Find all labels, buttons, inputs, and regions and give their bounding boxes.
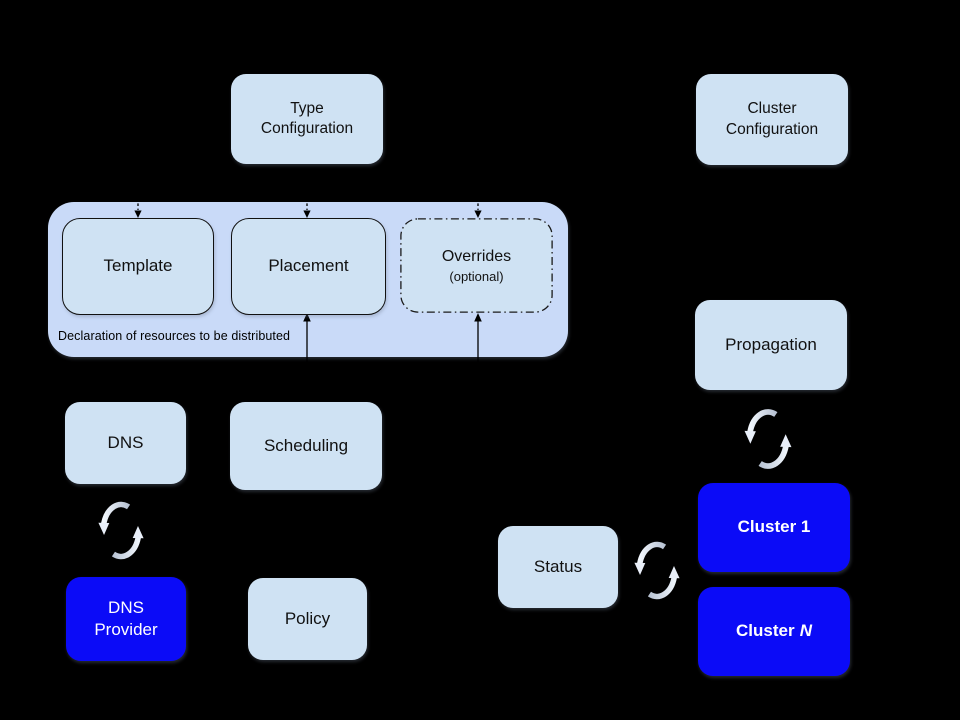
node-dns-provider: DNS Provider <box>66 577 186 661</box>
node-dns: DNS <box>65 402 186 484</box>
sync-icon-status-cluster <box>631 533 683 608</box>
node-placement: Placement <box>231 218 386 315</box>
dash-dot-border <box>400 218 553 313</box>
node-propagation: Propagation <box>695 300 847 390</box>
node-scheduling: Scheduling <box>230 402 382 490</box>
node-type-configuration: Type Configuration <box>231 74 383 164</box>
node-status: Status <box>498 526 618 608</box>
sync-icon-propagation-cluster <box>741 400 795 478</box>
node-policy: Policy <box>248 578 367 660</box>
sync-icon-dns-provider <box>95 493 147 568</box>
node-cluster-1: Cluster 1 <box>698 483 850 572</box>
node-cluster-configuration: Cluster Configuration <box>696 74 848 165</box>
node-overrides: Overrides (optional) <box>400 218 553 313</box>
resource-group-caption: Declaration of resources to be distribut… <box>58 329 291 343</box>
node-template: Template <box>62 218 214 315</box>
